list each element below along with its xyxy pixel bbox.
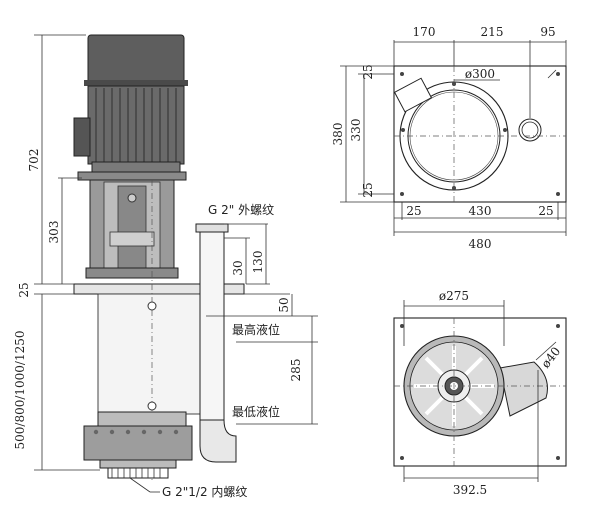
dim-height-inner: 330 xyxy=(349,119,363,142)
label-inlet-thread: G 2"1/2 内螺纹 xyxy=(162,485,247,499)
dim-width: 392.5 xyxy=(453,483,487,497)
pump-casing xyxy=(83,411,193,479)
column xyxy=(97,180,207,480)
dim-upper-gap: 50 xyxy=(277,297,291,312)
dim-total-height: 702 xyxy=(27,149,41,172)
dim-top-c: 95 xyxy=(540,25,555,39)
bracket xyxy=(77,171,187,279)
motor xyxy=(73,34,188,173)
outlet-pipe xyxy=(195,223,237,463)
dim-outlet-offset-a: 30 xyxy=(231,260,245,275)
dim-casing-dia: ø275 xyxy=(439,289,469,303)
dim-top-a: 170 xyxy=(413,25,436,39)
side-view: 702 303 25 500/800/1000/1250 30 130 50 2… xyxy=(13,34,318,499)
dim-overall-width: 480 xyxy=(469,237,492,251)
bottom-view: ø275 ø40 392.5 xyxy=(393,289,567,497)
dim-immersion-depth: 500/800/1000/1250 xyxy=(13,330,27,449)
dim-plate-thickness: 25 xyxy=(17,282,31,297)
dim-level-span: 285 xyxy=(289,359,303,382)
label-outlet-thread: G 2" 外螺纹 xyxy=(208,203,274,217)
dim-height-total: 380 xyxy=(331,123,345,146)
top-view: 170 215 95 ø300 380 330 25 25 25 430 25 … xyxy=(331,25,567,251)
label-min-level: 最低液位 xyxy=(232,404,280,419)
dim-flange-dia: ø300 xyxy=(465,67,495,81)
dim-bottom-mid: 430 xyxy=(469,204,492,218)
dim-bottom-right: 25 xyxy=(538,204,553,218)
dim-column-height: 303 xyxy=(47,221,61,244)
dim-edge-bottom: 25 xyxy=(361,182,375,197)
dim-bottom-left: 25 xyxy=(406,204,421,218)
dim-edge-top: 25 xyxy=(361,64,375,79)
dim-outlet-offset-b: 130 xyxy=(251,251,265,274)
dim-top-b: 215 xyxy=(481,25,504,39)
label-max-level: 最高液位 xyxy=(232,322,280,337)
